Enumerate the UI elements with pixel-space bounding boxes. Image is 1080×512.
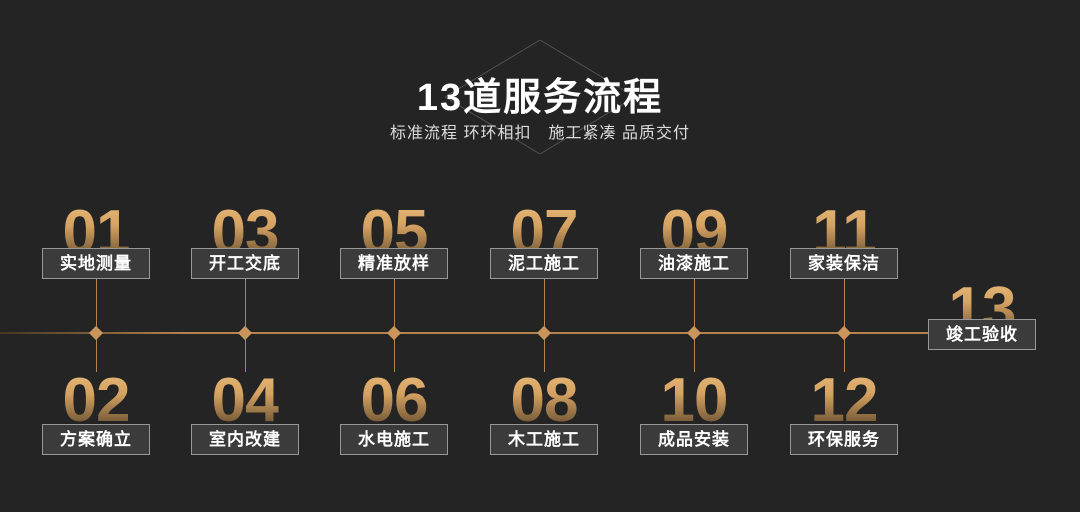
diamond-marker xyxy=(686,325,702,341)
connector-line xyxy=(95,279,97,372)
step-label: 精准放样 xyxy=(340,248,448,279)
page-subtitle: 标准流程 环环相扣 施工紧凑 品质交付 xyxy=(390,125,690,142)
step-number: 04 xyxy=(211,366,280,435)
connector-line xyxy=(843,279,845,372)
step-label: 泥工施工 xyxy=(490,248,598,279)
step-label: 竣工验收 xyxy=(928,319,1036,350)
step-number: 08 xyxy=(510,366,579,435)
connector-line xyxy=(244,279,246,372)
step-label: 方案确立 xyxy=(42,424,150,455)
diamond-marker xyxy=(386,325,402,341)
connector-line xyxy=(543,279,545,372)
page-title: 13道服务流程 xyxy=(416,77,664,119)
step-label: 水电施工 xyxy=(340,424,448,455)
step-number: 02 xyxy=(62,366,131,435)
step-label: 家装保洁 xyxy=(790,248,898,279)
connector-line xyxy=(393,279,395,372)
step-label: 油漆施工 xyxy=(640,248,748,279)
step-label: 环保服务 xyxy=(790,424,898,455)
connector-line xyxy=(693,279,695,372)
step-number: 12 xyxy=(810,366,879,435)
step-label: 成品安装 xyxy=(640,424,748,455)
diamond-marker xyxy=(88,325,104,341)
diamond-marker xyxy=(536,325,552,341)
step-number: 10 xyxy=(660,366,729,435)
step-number: 06 xyxy=(360,366,429,435)
step-label: 实地测量 xyxy=(42,248,150,279)
diamond-marker xyxy=(836,325,852,341)
timeline-line xyxy=(0,332,930,334)
step-label: 木工施工 xyxy=(490,424,598,455)
step-label: 室内改建 xyxy=(191,424,299,455)
diamond-outline-decoration xyxy=(445,40,635,154)
diamond-marker xyxy=(237,325,253,341)
step-label: 开工交底 xyxy=(191,248,299,279)
